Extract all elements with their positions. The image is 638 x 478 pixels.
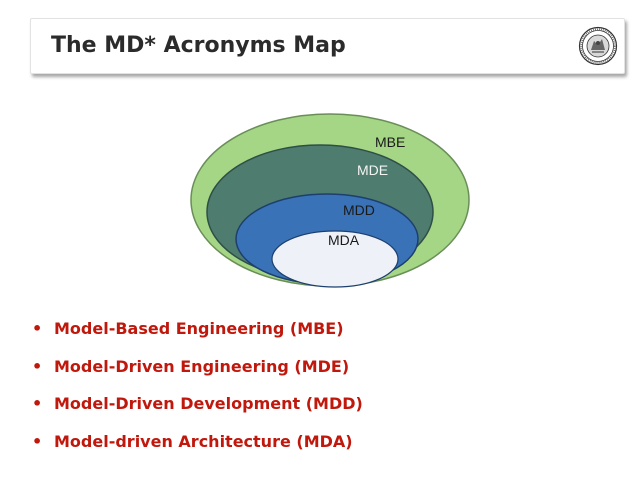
list-item-text: Model-Driven Development (MDD): [54, 394, 363, 413]
layer-label-mde: MDE: [357, 162, 388, 178]
list-item-text: Model-driven Architecture (MDA): [54, 431, 353, 451]
layer-label-mda: MDA: [328, 232, 360, 248]
bullet-dot-icon: •: [32, 356, 43, 376]
bullet-dot-icon: •: [32, 394, 43, 413]
bullet-dot-icon: •: [32, 319, 43, 338]
layer-label-mdd: MDD: [343, 202, 375, 218]
university-seal-icon: [578, 26, 618, 66]
title-bar: The MD* Acronyms Map: [30, 18, 625, 74]
layer-label-mbe: MBE: [375, 134, 405, 150]
bullet-list: • Model-Based Engineering (MBE) • Model-Dr…: [32, 318, 363, 468]
md-acronyms-diagram: MBE MDE MDD MDA: [190, 113, 470, 288]
list-item: • Model-Based Engineering (MBE): [32, 318, 363, 356]
list-item: • Model-Driven Development (MDD): [32, 393, 363, 431]
list-item: • Model-driven Architecture (MDA): [32, 431, 363, 469]
list-item: • Model-Driven Engineering (MDE): [32, 356, 363, 394]
list-item-text: Model-Based Engineering (MBE): [54, 319, 344, 338]
layer-mda: [271, 230, 399, 288]
list-item-text: Model-Driven Engineering (MDE): [54, 356, 350, 376]
page-title: The MD* Acronyms Map: [51, 33, 346, 58]
bullet-dot-icon: •: [32, 431, 43, 451]
